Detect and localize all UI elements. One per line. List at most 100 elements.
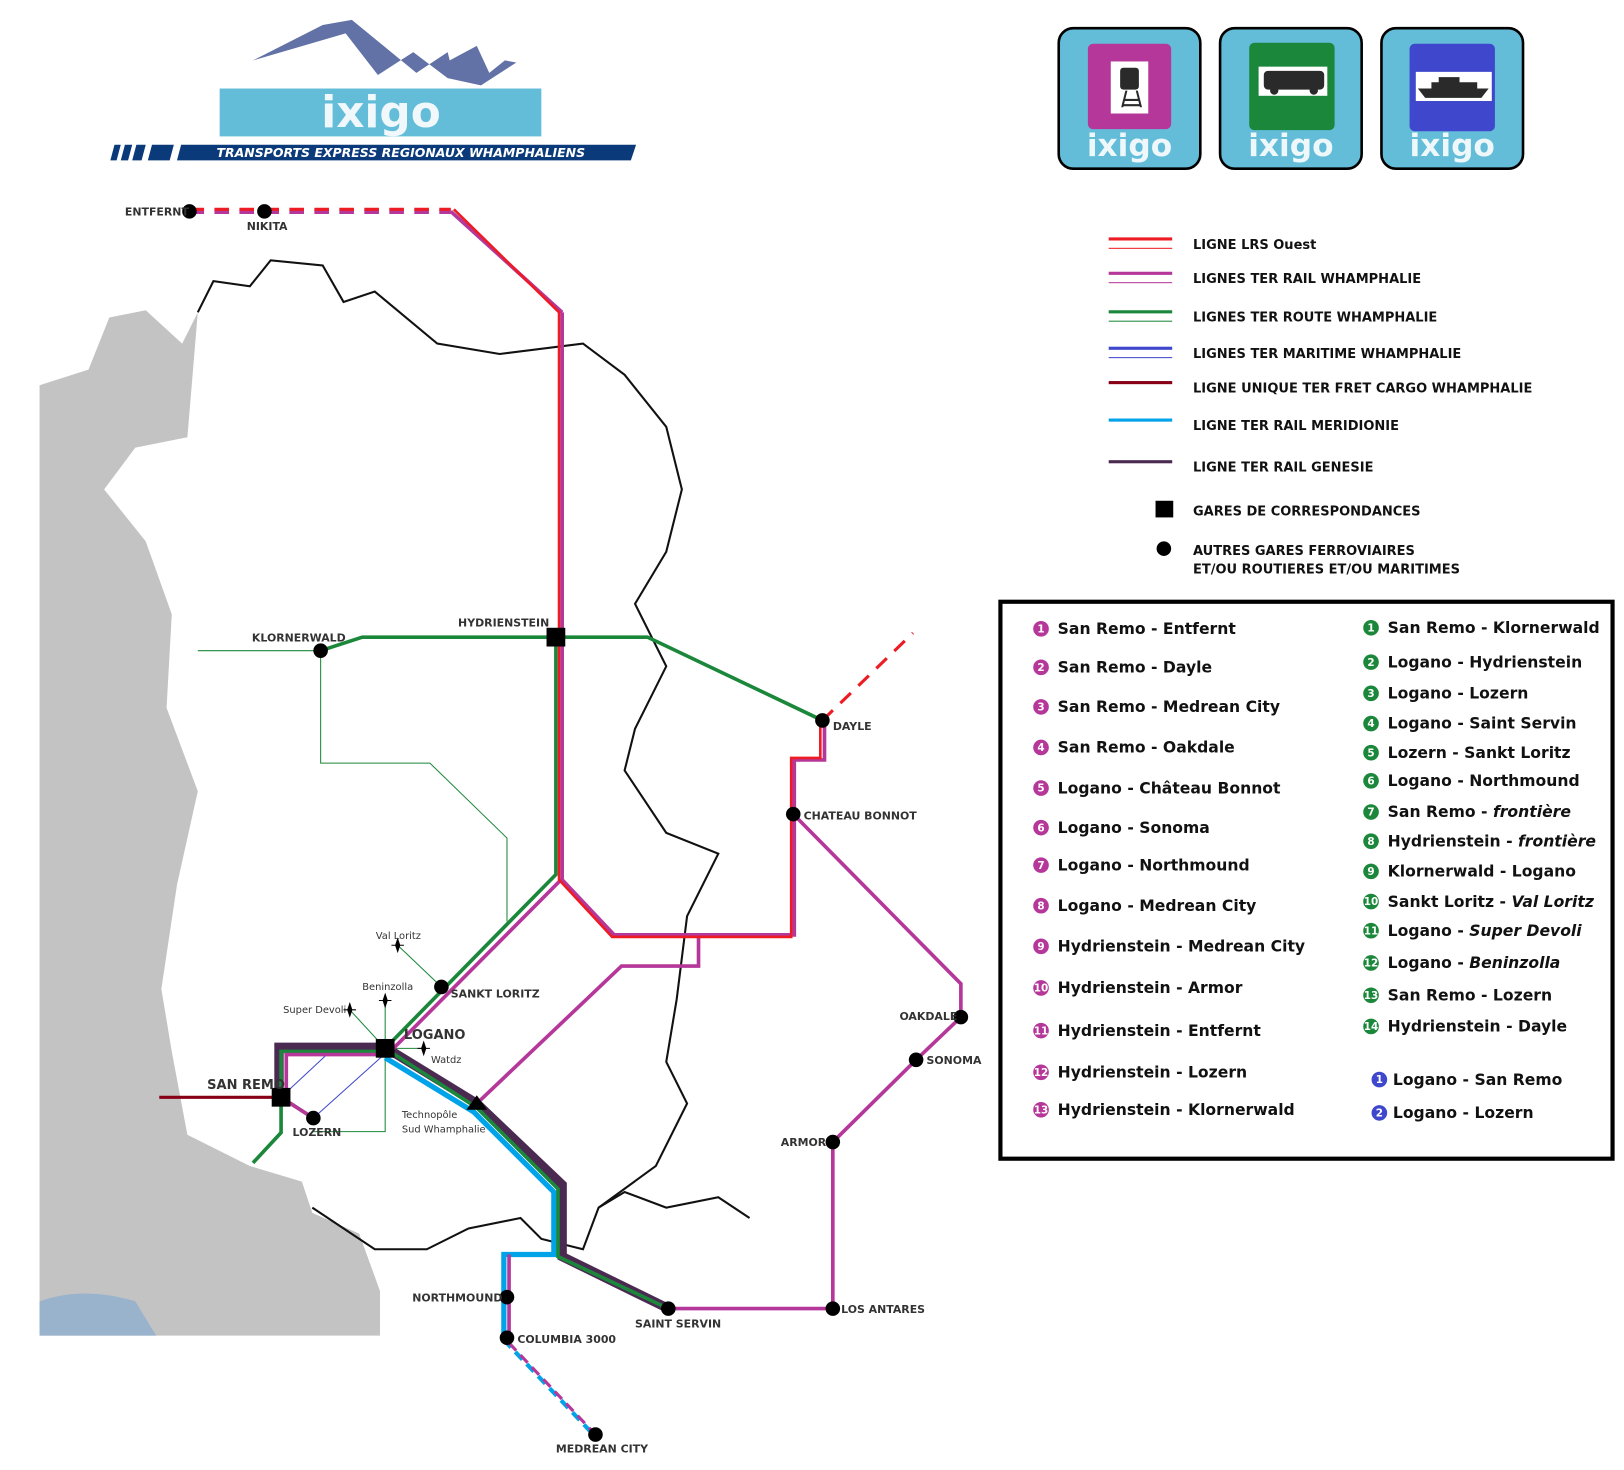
station-northmound[interactable]: [499, 1289, 515, 1305]
route-rail-item[interactable]: Hydrienstein - Medrean City: [1058, 938, 1305, 956]
route-rail-item[interactable]: Hydrienstein - Entfernt: [1058, 1022, 1262, 1040]
route-rail-item[interactable]: Logano - Medrean City: [1058, 897, 1257, 915]
route-number: 14: [1364, 1021, 1378, 1033]
route-list-box: [998, 599, 1615, 1161]
legend-label: LIGNE TER RAIL MERIDIONIE: [1193, 419, 1399, 434]
station-chateau-bonnot[interactable]: [785, 806, 801, 822]
route-number: 2: [1367, 657, 1374, 669]
label-technopole-2: Sud Whamphalie: [402, 1125, 486, 1136]
mode-label: ixigo: [1087, 128, 1172, 164]
route-number-badge: [1363, 863, 1379, 880]
route-road-item[interactable]: San Remo - Klornerwald: [1388, 619, 1600, 637]
route-road-item[interactable]: Logano - Lozern: [1388, 685, 1529, 703]
route-number: 3: [1037, 702, 1044, 714]
label-los-antares: LOS ANTARES: [841, 1303, 925, 1316]
station-logano[interactable]: [375, 1038, 395, 1058]
route-rail-item[interactable]: San Remo - Oakdale: [1058, 739, 1235, 757]
route-number-badge: [1363, 619, 1379, 636]
station-oakdale[interactable]: [953, 1009, 969, 1025]
route-number-badge: [1033, 659, 1049, 676]
route-road-item[interactable]: Hydrienstein - frontière: [1388, 832, 1596, 850]
route-number: 7: [1367, 807, 1374, 819]
route-rail-item[interactable]: Logano - Northmound: [1058, 856, 1250, 874]
station-technopole[interactable]: [466, 1095, 488, 1110]
route-rail-item[interactable]: San Remo - Entfernt: [1058, 620, 1237, 638]
route-road-item[interactable]: San Remo - frontière: [1388, 803, 1571, 821]
route-road-item[interactable]: Sankt Loritz - Val Loritz: [1388, 893, 1595, 911]
route-number: 10: [1034, 983, 1048, 995]
station-hydrienstein[interactable]: [546, 627, 566, 647]
label-watdz: Watdz: [431, 1055, 462, 1066]
route-road-item[interactable]: Logano - Super Devoli: [1388, 922, 1583, 940]
route-number-badge: [1363, 1018, 1379, 1035]
border-east: [598, 1190, 751, 1219]
station-sankt-loritz[interactable]: [434, 979, 449, 995]
route-rail-item[interactable]: Logano - Château Bonnot: [1058, 779, 1281, 797]
route-road-item[interactable]: Logano - Northmound: [1388, 772, 1580, 790]
route-number-badge: [1371, 1105, 1388, 1121]
station-entfernt[interactable]: [182, 204, 197, 219]
route-number-badge: [1363, 654, 1379, 670]
route-road-item[interactable]: San Remo - Lozern: [1388, 986, 1552, 1004]
route-road-item[interactable]: Logano - Hydrienstein: [1388, 653, 1583, 671]
route-number-badge: [1033, 897, 1049, 914]
label-saint-servin: SAINT SERVIN: [635, 1317, 721, 1330]
legend-interchange-label: GARES DE CORRESPONDANCES: [1193, 504, 1421, 519]
route-number-badge: [1363, 833, 1379, 849]
label-klornerwald: KLORNERWALD: [252, 631, 346, 644]
legend-swatch: [1108, 381, 1173, 385]
ship-icon: [1417, 77, 1489, 98]
route-sea-item[interactable]: Logano - Lozern: [1393, 1104, 1534, 1122]
stop-super-devoli[interactable]: [343, 1001, 357, 1018]
route-rail-item[interactable]: Hydrienstein - Armor: [1058, 979, 1243, 997]
route-road-item[interactable]: Lozern - Sankt Loritz: [1388, 744, 1571, 762]
route-road-item[interactable]: Klornerwald - Logano: [1388, 863, 1577, 881]
route-number-badge: [1033, 857, 1049, 873]
bus-icon: [1263, 70, 1325, 95]
label-hydrienstein: HYDRIENSTEIN: [458, 617, 549, 630]
route-road-item[interactable]: Logano - Saint Servin: [1388, 715, 1577, 733]
stop-val-loritz[interactable]: [391, 937, 404, 954]
station-klornerwald[interactable]: [313, 643, 328, 658]
station-sonoma[interactable]: [908, 1052, 924, 1068]
legend-label: LIGNE UNIQUE TER FRET CARGO WHAMPHALIE: [1193, 382, 1532, 397]
route-rail-item[interactable]: Hydrienstein - Klornerwald: [1058, 1101, 1295, 1119]
route-number-badge: [1363, 715, 1379, 732]
route-number-badge: [1033, 938, 1049, 955]
route-rail-item[interactable]: Hydrienstein - Lozern: [1058, 1063, 1247, 1081]
route-number-badge: [1371, 1071, 1388, 1088]
station-columbia[interactable]: [499, 1330, 515, 1346]
label-medrean: MEDREAN CITY: [556, 1442, 649, 1455]
station-armor[interactable]: [825, 1134, 841, 1150]
route-sea-item[interactable]: Logano - San Remo: [1393, 1071, 1563, 1089]
route-rail-item[interactable]: San Remo - Medrean City: [1058, 698, 1280, 716]
ixigo-logo: ixigo TRANSPORTS EXPRESS REGIONAUX WHAMP…: [110, 19, 637, 161]
line-medrean-dashed: [507, 1341, 597, 1436]
route-road-item[interactable]: Logano - Beninzolla: [1388, 954, 1561, 972]
mountain-logo-icon: [252, 19, 517, 86]
legend-interchange-icon: [1155, 500, 1174, 518]
station-lozern[interactable]: [306, 1110, 321, 1126]
legend-label: LIGNES TER MARITIME WHAMPHALIE: [1193, 347, 1461, 362]
route-number-badge: [1033, 819, 1049, 836]
route-number-badge: [1033, 780, 1049, 796]
line-lrs-dashed-red: [189, 207, 915, 722]
stop-beninzolla[interactable]: [378, 992, 392, 1009]
route-rail-item[interactable]: San Remo - Dayle: [1058, 659, 1212, 677]
stop-watdz[interactable]: [417, 1040, 430, 1057]
route-rail-item[interactable]: Logano - Sonoma: [1058, 819, 1210, 837]
label-armor: ARMOR: [781, 1136, 827, 1149]
station-medrean[interactable]: [588, 1427, 603, 1442]
station-los-antares[interactable]: [825, 1301, 841, 1316]
route-number: 4: [1367, 718, 1374, 730]
route-number: 6: [1037, 822, 1044, 834]
station-dayle[interactable]: [815, 713, 830, 728]
station-saint-servin[interactable]: [661, 1301, 676, 1316]
station-nikita[interactable]: [257, 204, 272, 219]
station-san-remo[interactable]: [271, 1087, 291, 1107]
label-chateau: CHATEAU BONNOT: [804, 809, 918, 822]
legend-swatch: [1108, 310, 1173, 314]
route-road-item[interactable]: Hydrienstein - Dayle: [1388, 1018, 1567, 1036]
route-number: 11: [1364, 925, 1378, 937]
